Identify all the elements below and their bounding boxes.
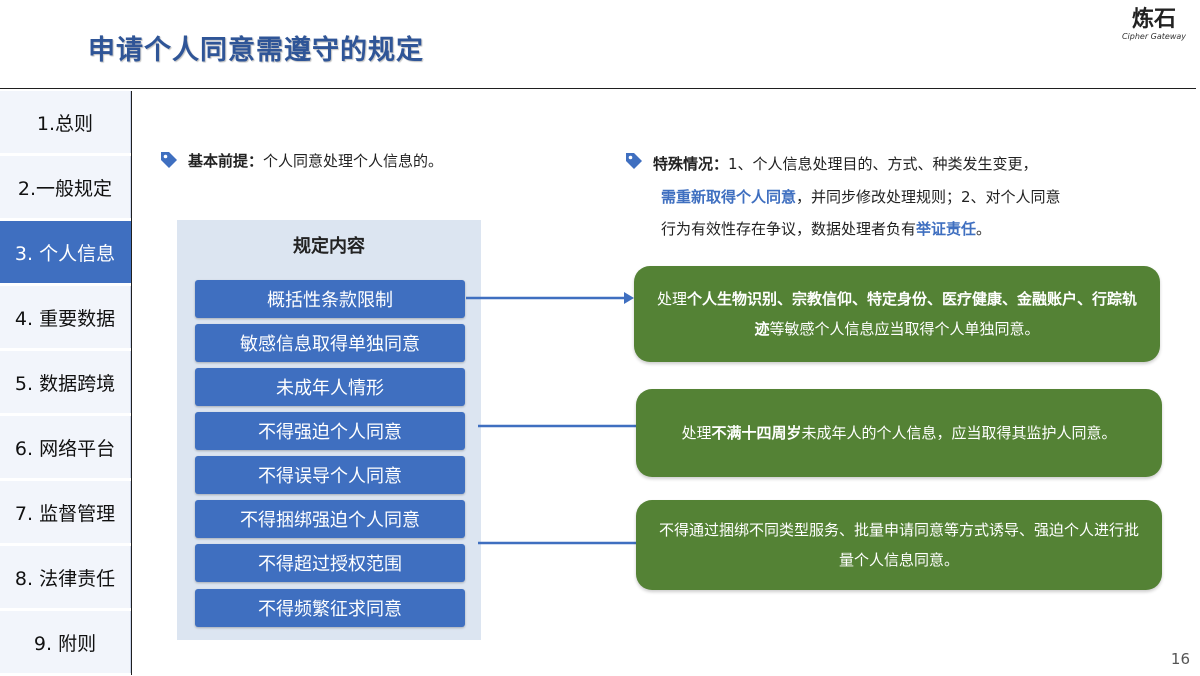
special-cases-text-3: 行为有效性存在争议，数据处理者负有 [661,219,917,238]
rule-item-no-bundling[interactable]: 不得捆绑强迫个人同意 [195,500,465,538]
rule-item-minors[interactable]: 未成年人情形 [195,368,465,406]
sidebar-item-supervision[interactable]: 7. 监督管理 [0,481,132,543]
note-sensitive-info: 处理个人生物识别、宗教信仰、特定身份、医疗健康、金融账户、行踪轨迹等敏感个人信息… [634,266,1160,362]
sidebar-divider [131,91,132,675]
page-title: 申请个人同意需遵守的规定 [88,35,424,66]
special-cases-text-4: 。 [976,219,992,238]
rule-item-no-coercion[interactable]: 不得强迫个人同意 [195,412,465,450]
note-bundling-text: 不得通过捆绑不同类型服务、批量申请同意等方式诱导、强迫个人进行批量个人信息同意。 [658,521,1139,569]
sidebar-item-general-provisions[interactable]: 2.一般规定 [0,156,132,218]
note-minors-bold: 不满十四周岁 [711,424,802,442]
note-sensitive-info-prefix: 处理 [656,290,687,308]
note-sensitive-info-text: 处理个人生物识别、宗教信仰、特定身份、医疗健康、金融账户、行踪轨迹等敏感个人信息… [652,284,1142,344]
sidebar-item-legal-liability[interactable]: 8. 法律责任 [0,546,132,608]
basic-premise-text: 个人同意处理个人信息的。 [263,152,444,170]
rule-item-no-misleading[interactable]: 不得误导个人同意 [195,456,465,494]
sidebar-nav: 1.总则 2.一般规定 3. 个人信息 4. 重要数据 5. 数据跨境 6. 网… [0,91,132,676]
special-cases-line-2: 需重新取得个人同意，并同步修改处理规则；2、对个人同意 [625,181,1145,213]
special-cases-line-3: 行为有效性存在争议，数据处理者负有举证责任。 [625,213,1145,245]
note-sensitive-info-suffix: 等敏感个人信息应当取得个人单独同意。 [769,320,1040,338]
sidebar-item-supplementary[interactable]: 9. 附则 [0,611,132,673]
logo-en-text: Cipher Gateway [1121,32,1187,41]
rule-item-no-frequent-request[interactable]: 不得频繁征求同意 [195,589,465,627]
sidebar-item-network-platform[interactable]: 6. 网络平台 [0,416,132,478]
special-cases-label: 特殊情况： [653,155,729,173]
sidebar-item-important-data[interactable]: 4. 重要数据 [0,286,132,348]
header-divider [0,88,1196,89]
note-sensitive-info-bold: 个人生物识别、宗教信仰、特定身份、医疗健康、金融账户、行踪轨迹 [687,290,1138,338]
rules-panel-title: 规定内容 [293,236,365,257]
special-highlight-burden: 举证责任 [916,219,977,238]
basic-premise-label: 基本前提： [188,152,264,170]
arrow-to-sensitive-note [466,292,634,304]
page-number: 16 [1170,650,1190,668]
note-minors-suffix: 未成年人的个人信息，应当取得其监护人同意。 [801,424,1117,442]
note-bundling: 不得通过捆绑不同类型服务、批量申请同意等方式诱导、强迫个人进行批量个人信息同意。 [636,500,1162,590]
arrow-to-minor-note [478,420,646,432]
special-cases-text-2: ，并同步修改处理规则；2、对个人同意 [796,187,1061,206]
basic-premise: 基本前提：个人同意处理个人信息的。 [160,150,443,173]
tag-icon [625,149,643,181]
rule-item-general-clause[interactable]: 概括性条款限制 [195,280,465,318]
special-cases: 特殊情况：1、个人信息处理目的、方式、种类发生变更， 需重新取得个人同意，并同步… [625,148,1145,245]
tag-icon [160,151,178,173]
sidebar-item-cross-border[interactable]: 5. 数据跨境 [0,351,132,413]
company-logo: 炼石 Cipher Gateway [1118,8,1190,42]
special-cases-text-1: 1、个人信息处理目的、方式、种类发生变更， [728,155,1038,173]
special-highlight-reconsent: 需重新取得个人同意 [661,187,797,206]
note-minors-text: 处理不满十四周岁未成年人的个人信息，应当取得其监护人同意。 [681,418,1116,448]
sidebar-item-general-principles[interactable]: 1.总则 [0,91,132,153]
note-minors-prefix: 处理 [681,424,712,442]
arrow-to-bundling-note [478,537,646,549]
rule-item-no-exceed-scope[interactable]: 不得超过授权范围 [195,544,465,582]
rule-item-sensitive-info[interactable]: 敏感信息取得单独同意 [195,324,465,362]
sidebar-item-personal-info[interactable]: 3. 个人信息 [0,221,132,283]
logo-cn-text: 炼石 [1131,7,1176,32]
note-minors: 处理不满十四周岁未成年人的个人信息，应当取得其监护人同意。 [636,389,1162,477]
